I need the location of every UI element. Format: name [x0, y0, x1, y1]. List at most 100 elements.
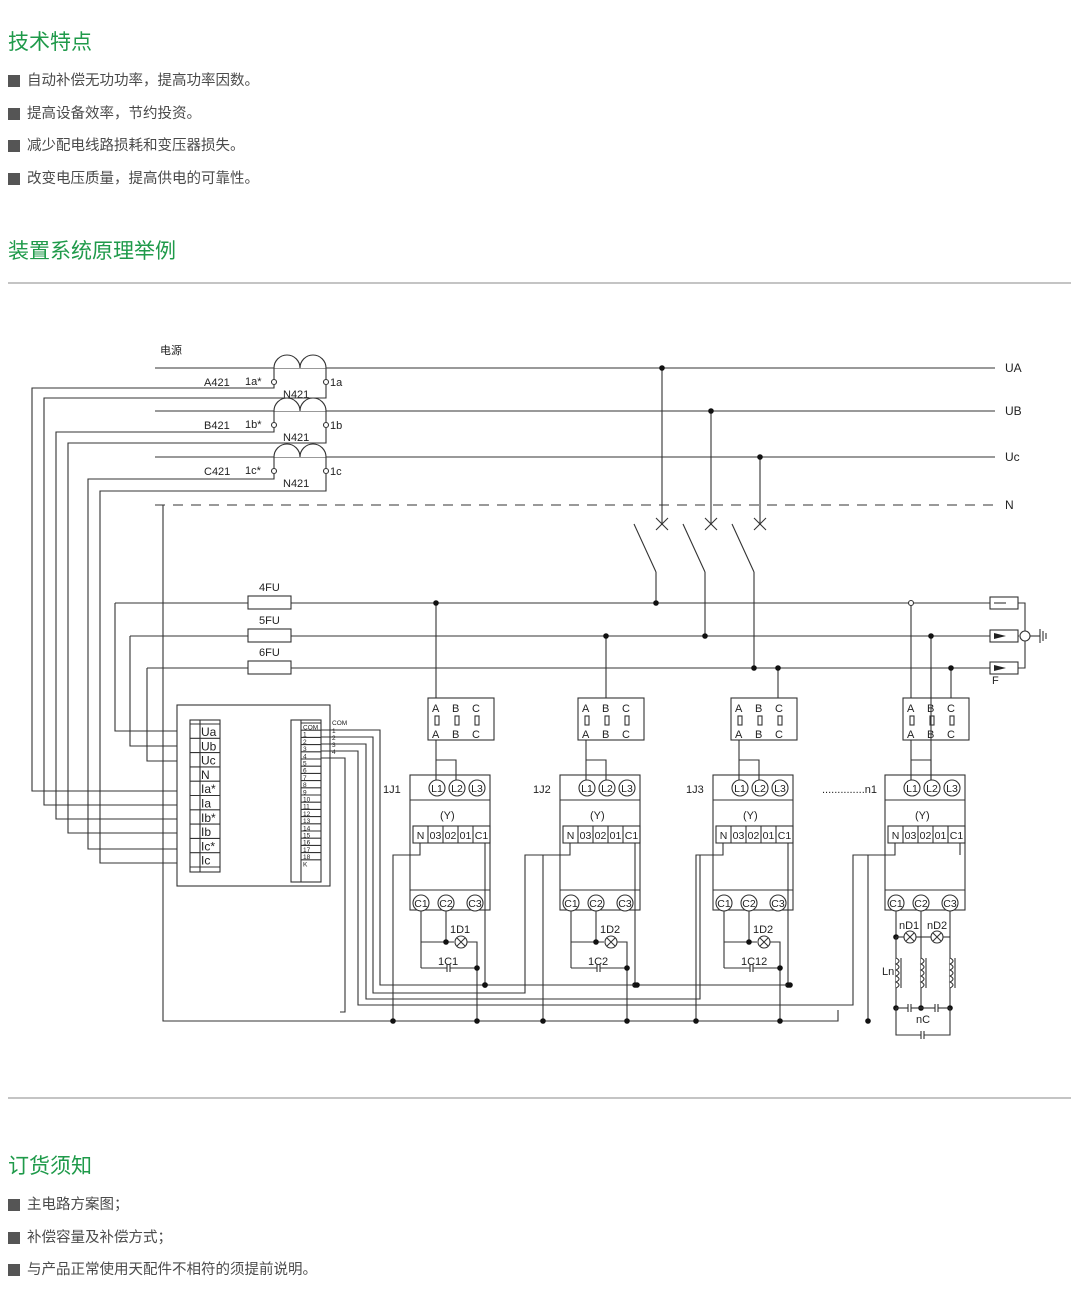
control-terminal-label: 02 — [920, 830, 932, 842]
junction-dot — [948, 665, 954, 671]
wire — [617, 941, 628, 1021]
fuse-block-label: C — [622, 703, 630, 715]
contactor-terminal-label: L1 — [906, 783, 918, 795]
control-terminal-strip — [715, 825, 794, 844]
control-terminal-label: C1 — [625, 830, 639, 842]
indicator-lamp-icon — [606, 937, 616, 947]
controller-terminal-label: Ua — [201, 725, 217, 739]
junction-dot — [482, 982, 488, 988]
wire — [895, 1008, 921, 1036]
wire — [321, 750, 885, 1006]
contactor-terminal-label: L2 — [601, 783, 613, 795]
fuse-block-label: C — [947, 703, 955, 715]
wire — [55, 428, 275, 820]
switch-cross-icon — [753, 517, 767, 531]
junction-dot — [474, 1018, 480, 1024]
arrester-arrow-icon — [994, 633, 1006, 639]
contactor-terminal-label: C1 — [564, 898, 578, 910]
fuse-element — [474, 715, 480, 726]
ct-neutral-label: N421 — [283, 478, 309, 490]
ct-line-label: A421 — [204, 377, 230, 389]
list-item: 补偿容量及补偿方式； — [8, 1227, 317, 1260]
reactor-coil-icon — [894, 957, 900, 989]
junction-dot — [787, 982, 793, 988]
wire — [99, 474, 327, 864]
controller-terminal-label: 7 — [303, 775, 307, 782]
fuse-block-label: B — [755, 729, 762, 741]
contactor-terminal-label: C1 — [414, 898, 428, 910]
ct-terminal — [322, 378, 330, 386]
list-item: 与产品正常使用天配件不相符的须提前说明。 — [8, 1259, 317, 1292]
bus-label: Uc — [1005, 450, 1020, 464]
fuse-block-label: C — [622, 729, 630, 741]
contactor-terminal — [466, 894, 484, 912]
cell-name-label: 1J3 — [686, 784, 704, 796]
ordering-heading: 订货须知 — [8, 1154, 92, 1178]
controller-terminal-label: Uc — [201, 754, 216, 768]
fuse-block-label: B — [602, 729, 609, 741]
bus-label: UB — [1005, 404, 1022, 418]
wire — [114, 603, 200, 732]
contactor-terminal-label: L2 — [926, 783, 938, 795]
control-terminal-label: 03 — [733, 830, 745, 842]
fuse-block-label: C — [775, 729, 783, 741]
contactor-mode-label: (Y) — [590, 810, 605, 822]
list-item: 改变电压质量，提高供电的可靠性。 — [8, 168, 259, 201]
cell-name-label: ..............n1 — [822, 784, 877, 796]
ct-terminal-label: 1c* — [245, 465, 262, 477]
junction-dot — [746, 939, 752, 945]
junction-dot — [634, 982, 640, 988]
wire — [867, 843, 896, 1021]
control-terminal-label: C1 — [778, 830, 792, 842]
controller-terminal-label: Ib — [201, 825, 211, 839]
indicator-lamp-icon — [759, 937, 769, 947]
controller-terminal-label: K — [303, 861, 308, 868]
contactor-terminal — [448, 779, 466, 797]
fuse-block-label: A — [735, 729, 743, 741]
fuse-label: 5FU — [259, 615, 280, 627]
wire — [321, 757, 346, 1013]
control-terminal-strip — [562, 825, 641, 844]
indicator-lamp-icon — [905, 932, 915, 942]
controller-terminal-label: 1 — [303, 732, 307, 739]
junction-dot — [777, 1018, 783, 1024]
controller-terminal-label: 16 — [303, 840, 311, 847]
controller-terminal-label: 8 — [303, 782, 307, 789]
control-terminal-label: N — [417, 830, 425, 842]
wire — [924, 1008, 951, 1036]
control-terminal-label: 03 — [905, 830, 917, 842]
fuse-element — [777, 715, 783, 726]
control-terminal-label: 01 — [460, 830, 472, 842]
fuse-block-label: A — [432, 703, 440, 715]
ct-terminal-label: 1b* — [245, 419, 262, 431]
junction-dot — [708, 408, 714, 414]
controller-terminal-label: Ia — [201, 797, 211, 811]
control-terminal-label: N — [567, 830, 575, 842]
square-bullet-icon — [8, 75, 20, 87]
switch-cross-icon — [704, 517, 718, 531]
contactor-terminal-label: C2 — [589, 898, 603, 910]
wire — [392, 843, 421, 1021]
wire — [739, 759, 760, 780]
controller-output-label: 4 — [332, 749, 336, 756]
ct-terminal — [322, 421, 330, 429]
contactor-terminal — [731, 779, 749, 797]
controller-terminal-label: 2 — [303, 739, 307, 746]
ground-junction — [1019, 630, 1031, 642]
contactor-terminal-label: C3 — [943, 898, 957, 910]
controller-terminal-label: 18 — [303, 854, 311, 861]
wire — [162, 505, 839, 1022]
controller-terminal-label: Ib* — [201, 811, 216, 825]
current-transformer-coil — [273, 397, 327, 412]
contactor-terminal-label: C3 — [618, 898, 632, 910]
controller-terminal-label: 13 — [303, 818, 311, 825]
ct-line-label: C421 — [204, 466, 230, 478]
indicator-lamp-icon — [932, 932, 942, 942]
contactor-terminal-label: L3 — [774, 783, 786, 795]
junction-dot — [624, 965, 630, 971]
control-terminal-label: N — [720, 830, 728, 842]
fuse-block-label: A — [735, 703, 743, 715]
fuse-symbol — [247, 595, 292, 610]
fuse-block-label: A — [432, 729, 440, 741]
bus-label: UA — [1005, 361, 1022, 375]
